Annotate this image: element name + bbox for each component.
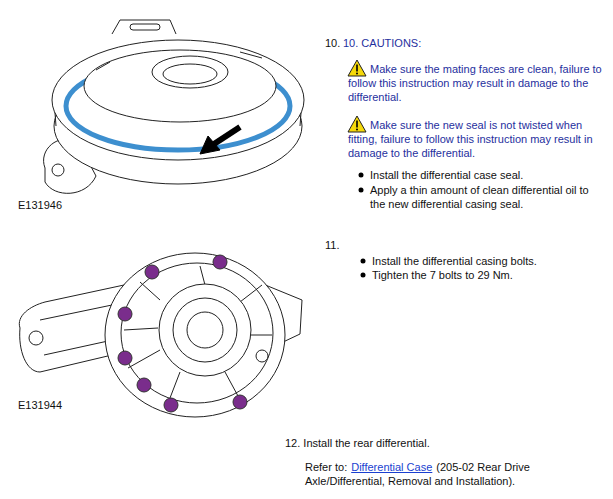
reference-text: Refer to: xyxy=(305,461,347,473)
caution-icon xyxy=(348,60,366,76)
housing-illustration xyxy=(112,20,176,34)
housing-illustration xyxy=(130,24,160,30)
casing-illustration xyxy=(159,284,251,376)
step-text: 12. Install the rear differential. xyxy=(285,436,605,450)
casing-illustration xyxy=(124,266,272,398)
instruction-text: Install the differential casing bolts. xyxy=(372,254,606,268)
bolt-markers xyxy=(164,398,178,412)
housing-illustration xyxy=(96,52,262,70)
bullet xyxy=(359,188,364,193)
figure-number: E131946 xyxy=(18,198,108,212)
housing-illustration xyxy=(52,40,304,160)
instruction-text: Apply a thin amount of clean differentia… xyxy=(370,183,606,211)
casing-illustration xyxy=(187,312,223,348)
casing-illustration xyxy=(121,263,273,403)
bolt-markers xyxy=(137,378,151,392)
bolt-markers xyxy=(213,255,227,269)
caution-icon xyxy=(348,60,366,76)
housing-illustration xyxy=(52,164,64,176)
casing-illustration xyxy=(173,298,237,362)
casing-illustration xyxy=(105,253,285,417)
step-number: 11. xyxy=(325,238,345,252)
caution-text: Make sure the mating faces are clean, fa… xyxy=(348,62,606,104)
bolt-markers xyxy=(145,265,159,279)
bolt-markers xyxy=(118,307,132,321)
caution-icon xyxy=(356,129,358,131)
casing-illustration xyxy=(19,253,302,417)
housing-illustration xyxy=(44,20,304,193)
housing-illustration xyxy=(152,56,228,88)
housing-illustration xyxy=(214,127,240,144)
caution-icon xyxy=(356,121,358,128)
caution-text: Make sure the new seal is not twisted wh… xyxy=(348,118,606,160)
casing-illustration xyxy=(124,266,272,398)
instruction-text: Tighten the 7 bolts to 29 Nm. xyxy=(372,268,606,282)
housing-illustration xyxy=(163,64,217,84)
bullet xyxy=(361,259,366,264)
caution-icon xyxy=(356,73,358,75)
bolt-markers xyxy=(118,255,247,412)
step-number: 10. xyxy=(325,36,345,50)
reference-link: Differential Case xyxy=(351,461,432,473)
bolt-markers xyxy=(233,395,247,409)
bullet xyxy=(361,273,366,278)
caution-icon xyxy=(348,116,366,132)
caution-icon xyxy=(356,65,358,72)
caution-icon xyxy=(348,116,366,132)
reference-line: Refer to:Differential Case(205-02 Rear D… xyxy=(305,460,605,488)
bullet xyxy=(359,173,364,178)
casing-illustration xyxy=(256,350,268,362)
caution-heading: 10. CAUTIONS: xyxy=(343,36,563,50)
housing-illustration xyxy=(200,136,220,154)
housing-illustration xyxy=(84,50,276,122)
figure-number: E131944 xyxy=(18,398,108,412)
bolt-markers xyxy=(118,351,132,365)
casing-illustration xyxy=(29,331,43,345)
instruction-text: Install the differential case seal. xyxy=(370,168,606,182)
